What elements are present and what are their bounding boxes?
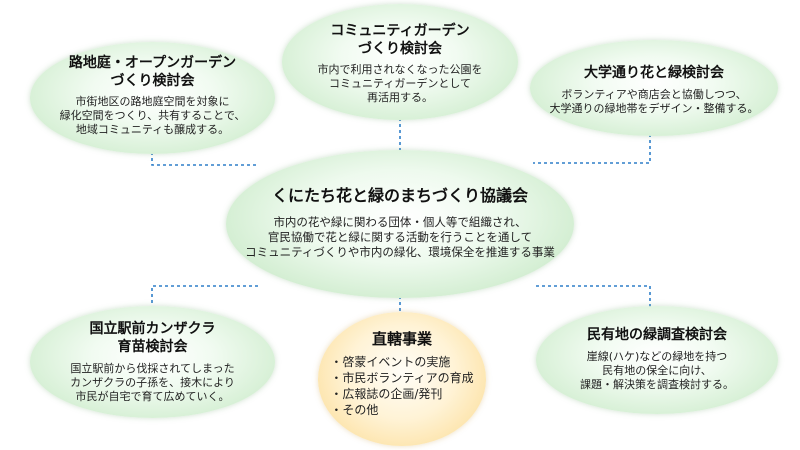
node-community-garden-body-line1: 市内で利用されなくなった公園を	[317, 63, 483, 76]
node-kanzakura-body-line2: カンザクラの子孫を、接木により	[70, 376, 235, 389]
node-roji-body-line1: 市街地区の路地庭空間を対象に	[75, 95, 230, 108]
node-community-garden: コミュニティガーデン づくり検討会 市内で利用されなくなった公園を コミュニティ…	[282, 4, 518, 120]
direct-item: その他	[330, 402, 473, 418]
direct-items-list: 啓蒙イベントの実施 市民ボランティアの育成 広報誌の企画/発刊 その他	[330, 354, 473, 418]
node-roji-title-line2: づくり検討会	[110, 73, 195, 89]
direct-item: 啓蒙イベントの実施	[330, 354, 473, 370]
link-minyuchi	[536, 285, 651, 314]
node-direct-projects: 直轄事業 啓蒙イベントの実施 市民ボランティアの育成 広報誌の企画/発刊 その他	[318, 312, 486, 446]
node-kanzakura-body-line3: 市民が自宅で育て広めていく。	[75, 390, 230, 403]
node-minyuchi-title: 民有地の緑調査検討会	[587, 327, 727, 343]
direct-title: 直轄事業	[371, 330, 432, 348]
node-roji-garden: 路地庭・オープンガーデン づくり検討会 市街地区の路地庭空間を対象に 緑化空間を…	[30, 42, 275, 154]
direct-item: 市民ボランティアの育成	[330, 370, 473, 386]
node-daigaku-body-line2: 大学通りの緑地帯をデザイン・整備する。	[549, 102, 759, 115]
node-daigaku-title: 大学通り花と緑検討会	[584, 65, 724, 81]
node-community-garden-title-line2: づくり検討会	[358, 41, 442, 57]
node-daigaku-body-line1: ボランティアや商店会と協働しつつ、	[561, 88, 747, 101]
center-body-line3: コミュニティづくりや市内の緑化、環境保全を推進する事業	[245, 245, 555, 259]
node-minyuchi-body-line3: 課題・解決策を調査検討する。	[580, 378, 734, 391]
node-roji-body-line3: 地域コミュニティも醸成する。	[75, 123, 230, 136]
node-kanzakura-title-line2: 育苗検討会	[117, 339, 188, 355]
node-kanzakura-title-line1: 国立駅前カンザクラ	[89, 321, 216, 337]
link-roji	[151, 134, 258, 166]
node-daigaku-dori: 大学通り花と緑検討会 ボランティアや商店会と協働しつつ、 大学通りの緑地帯をデザ…	[530, 40, 778, 136]
node-roji-title-line1: 路地庭・オープンガーデン	[68, 55, 237, 71]
center-body-line2: 官民協働で花と緑に関する活動を行うことを通して	[267, 230, 533, 244]
node-kanzakura-body-line1: 国立駅前から伐採されてしまった	[70, 362, 235, 375]
node-community-garden-body-line2: コミュニティガーデンとして	[328, 77, 471, 90]
center-body-line1: 市内の花や緑に関わる団体・個人等で組織され、	[273, 215, 527, 229]
direct-item: 広報誌の企画/発刊	[330, 386, 473, 402]
node-minyuchi-body-line2: 民有地の保全に向け、	[602, 364, 712, 377]
node-community-garden-title-line1: コミュニティガーデン	[330, 23, 470, 39]
node-kanzakura: 国立駅前カンザクラ 育苗検討会 国立駅前から伐採されてしまった カンザクラの子孫…	[30, 306, 275, 418]
node-community-garden-body-line3: 再活用する。	[367, 91, 433, 104]
node-center-council: くにたち花と緑のまちづくり協議会 市内の花や緑に関わる団体・個人等で組織され、 …	[226, 150, 574, 298]
center-title: くにたち花と緑のまちづくり協議会	[271, 186, 528, 205]
node-minyuchi: 民有地の緑調査検討会 崖線(ハケ)などの緑地を持つ 民有地の保全に向け、 課題・…	[536, 306, 778, 414]
node-minyuchi-body-line1: 崖線(ハケ)などの緑地を持つ	[586, 350, 728, 363]
node-roji-body-line2: 緑化空間をつくり、共有することで、	[59, 109, 246, 122]
